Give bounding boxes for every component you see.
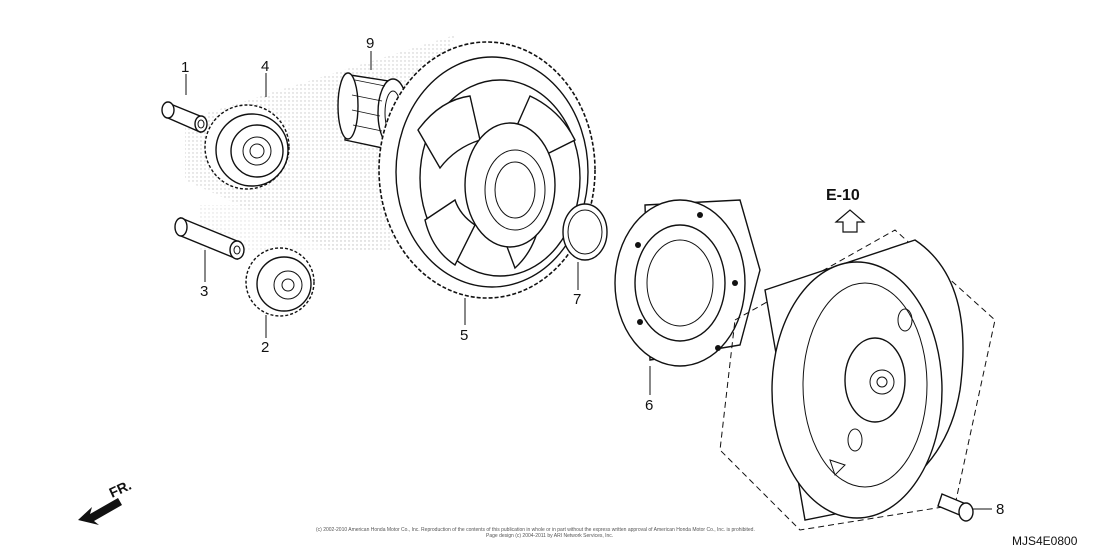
diagram-code: MJS4E0800: [1012, 534, 1078, 548]
part-4-gear[interactable]: [204, 104, 290, 190]
callout-4: 4: [261, 58, 269, 75]
flywheel-assembly-outline: [719, 229, 996, 531]
reference-label: E-10: [826, 187, 860, 204]
callout-1: 1: [181, 59, 189, 76]
part-8-bolt[interactable]: [937, 493, 974, 522]
part-7-washer[interactable]: [562, 203, 608, 261]
part-5-starter-driven-gear[interactable]: [378, 41, 596, 299]
up-arrow-icon: [834, 209, 866, 233]
copyright-line-1: (c) 2002-2010 American Honda Motor Co., …: [316, 527, 755, 533]
callout-5: 5: [460, 327, 468, 344]
flywheel[interactable]: [764, 239, 964, 521]
callout-6: 6: [645, 397, 653, 414]
callout-3: 3: [200, 283, 208, 300]
leader-lines: [185, 51, 992, 510]
front-arrow-icon: [78, 498, 122, 525]
part-1-dowel-pin[interactable]: [161, 101, 208, 134]
front-direction-indicator: FR.: [78, 477, 134, 525]
copyright-line-2: Page design (c) 2004-2011 by ARI Network…: [486, 533, 613, 539]
front-label: FR.: [107, 477, 134, 501]
callout-7: 7: [573, 291, 581, 308]
reference-e10[interactable]: E-10: [826, 187, 866, 233]
part-6-one-way-clutch[interactable]: [614, 199, 761, 367]
part-2-gear[interactable]: [245, 247, 315, 317]
callout-2: 2: [261, 339, 269, 356]
part-3-shaft[interactable]: [174, 216, 245, 261]
callout-9: 9: [366, 35, 374, 52]
callout-8: 8: [996, 501, 1004, 518]
callouts: 1 2 3 4 5 6 7 8 9: [181, 35, 1004, 518]
